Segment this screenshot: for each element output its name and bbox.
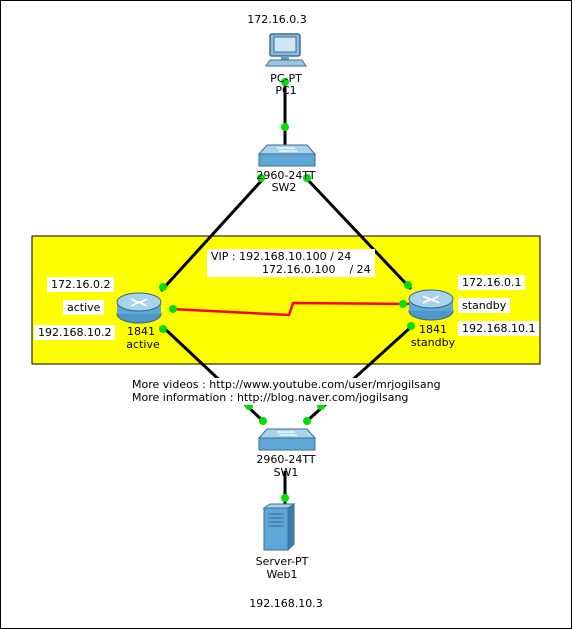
link-up-dot	[407, 322, 415, 330]
router-standby-role-label: standby	[410, 336, 456, 349]
router-standby-model-label: 1841	[419, 323, 447, 336]
sw1-model-label: 2960-24TT	[256, 453, 316, 466]
web1-model-label: Server-PT	[255, 555, 309, 568]
web1-name-label: Web1	[266, 568, 298, 581]
link-up-dot	[303, 417, 311, 425]
link-up-dot	[257, 174, 265, 182]
more-information-note: More information : http://blog.naver.com…	[128, 391, 449, 405]
link-up-dot	[259, 417, 267, 425]
desktop-pc-icon[interactable]	[265, 33, 307, 67]
sw2-model-label: 2960-24TT	[256, 169, 316, 182]
router-standby-ip-bottom: 192.168.10.1	[458, 321, 540, 336]
pc1-ip-label: 172.16.0.3	[247, 13, 307, 26]
link-sw2-router-standby[interactable]	[305, 177, 413, 291]
link-up-dot	[399, 300, 407, 308]
vip-line-1: VIP : 192.168.10.100 / 24	[211, 250, 352, 263]
switch-icon[interactable]	[257, 144, 317, 167]
router-active-ip-bottom: 192.168.10.2	[34, 325, 116, 340]
sw2-name-label: SW2	[271, 181, 297, 194]
link-up-dot	[281, 78, 289, 86]
sw1-name-label: SW1	[273, 466, 299, 479]
link-up-dot	[281, 123, 289, 131]
link-up-dot	[281, 494, 289, 502]
link-sw2-router-active[interactable]	[159, 177, 265, 293]
router-active-role-label: active	[126, 338, 160, 351]
router-icon[interactable]	[408, 289, 454, 321]
pc1-model-label: PC-PT	[270, 72, 302, 85]
pc1-name-label: PC1	[275, 84, 297, 97]
link-up-dot	[404, 281, 412, 289]
link-hsrp-serial[interactable]	[170, 301, 410, 317]
link-up-dot	[303, 174, 311, 182]
vip-note: VIP : 192.168.10.100 / 24 172.16.0.100 /…	[207, 249, 375, 277]
link-up-dot	[159, 283, 167, 291]
router-standby-ip-top: 172.16.0.1	[458, 275, 526, 290]
web1-ip-label: 192.168.10.3	[249, 597, 323, 610]
server-icon[interactable]	[262, 503, 296, 552]
switch-icon[interactable]	[257, 428, 317, 451]
link-up-dot	[169, 305, 177, 313]
vip-line-2: 172.16.0.100 / 24	[262, 263, 371, 276]
router-active-ip-top: 172.16.0.2	[47, 277, 115, 292]
router-active-role-box: active	[63, 300, 105, 315]
link-up-dot	[159, 325, 167, 333]
more-videos-note: More videos : http://www.youtube.com/use…	[128, 378, 445, 392]
router-active-model-label: 1841	[127, 325, 155, 338]
router-icon[interactable]	[116, 292, 162, 324]
router-standby-role-box: standby	[458, 298, 511, 313]
